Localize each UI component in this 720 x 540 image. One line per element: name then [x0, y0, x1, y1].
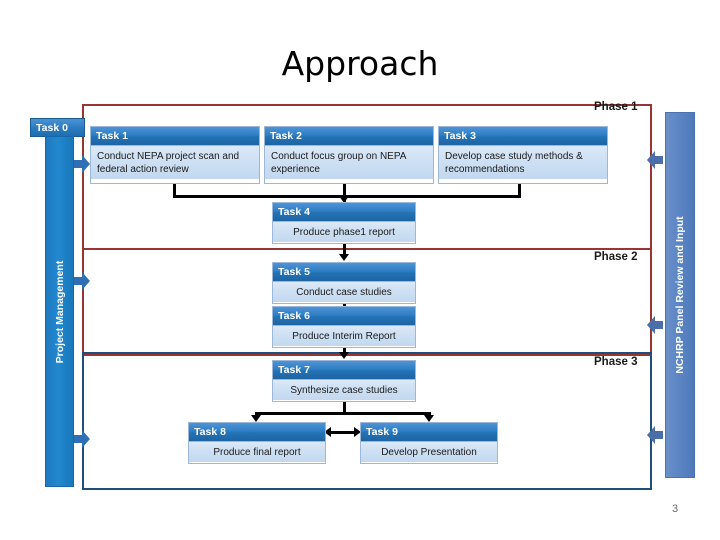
task-card-4[interactable]: Task 4 Produce phase1 report	[272, 202, 416, 244]
task-card-2-body: Conduct focus group on NEPA experience	[265, 146, 433, 179]
task-card-9-header: Task 9	[361, 423, 497, 442]
connector-task6-task7	[343, 348, 346, 354]
phase-3-frame	[82, 352, 652, 490]
task-card-3-body: Develop case study methods & recommendat…	[439, 146, 607, 179]
arrow-down-icon-task4	[339, 196, 349, 203]
task-card-1[interactable]: Task 1 Conduct NEPA project scan and fed…	[90, 126, 260, 184]
arrow-down-icon-task9	[424, 415, 434, 422]
task-0-chip[interactable]: Task 0	[30, 118, 85, 137]
nchrp-panel-bar[interactable]: NCHRP Panel Review and Input	[665, 112, 695, 478]
task-card-7-header: Task 7	[273, 361, 415, 380]
connector-task1-down	[173, 184, 176, 198]
connector-task4-task5	[343, 244, 346, 256]
connector-task7-down	[343, 402, 346, 414]
page-title: Approach	[281, 44, 439, 83]
task-card-6[interactable]: Task 6 Produce Interim Report	[272, 306, 416, 348]
arrow-left-icon-phase1	[647, 151, 663, 169]
arrow-down-icon-task5	[339, 254, 349, 261]
phase-1-label: Phase 1	[594, 101, 638, 113]
nchrp-panel-label: NCHRP Panel Review and Input	[674, 216, 686, 374]
connector-task2-down	[343, 184, 346, 198]
task-card-9-body: Develop Presentation	[361, 442, 497, 462]
task-card-1-body: Conduct NEPA project scan and federal ac…	[91, 146, 259, 179]
task-card-9[interactable]: Task 9 Develop Presentation	[360, 422, 498, 464]
task-card-5[interactable]: Task 5 Conduct case studies	[272, 262, 416, 304]
project-management-bar[interactable]: Project Management	[45, 136, 74, 487]
task-card-5-body: Conduct case studies	[273, 282, 415, 302]
task-card-5-header: Task 5	[273, 263, 415, 282]
task-card-7[interactable]: Task 7 Synthesize case studies	[272, 360, 416, 402]
arrow-right-icon-task9	[354, 427, 361, 437]
task-card-8[interactable]: Task 8 Produce final report	[188, 422, 326, 464]
arrow-left-icon-task8	[324, 427, 331, 437]
arrow-right-icon-phase2	[74, 272, 90, 290]
arrow-right-icon-phase3	[74, 430, 90, 448]
phase-2-frame	[82, 248, 652, 356]
arrow-right-icon-phase1	[74, 155, 90, 173]
arrow-down-icon-task7	[339, 352, 349, 359]
phase-1-frame	[82, 104, 652, 250]
task-card-3[interactable]: Task 3 Develop case study methods & reco…	[438, 126, 608, 184]
task-card-4-header: Task 4	[273, 203, 415, 222]
arrow-left-icon-phase2	[647, 316, 663, 334]
task-card-1-header: Task 1	[91, 127, 259, 146]
task-card-2[interactable]: Task 2 Conduct focus group on NEPA exper…	[264, 126, 434, 184]
arrow-down-icon-task8	[251, 415, 261, 422]
task-card-6-body: Produce Interim Report	[273, 326, 415, 346]
task-card-8-body: Produce final report	[189, 442, 325, 462]
connector-task3-down	[518, 184, 521, 198]
task-card-7-body: Synthesize case studies	[273, 380, 415, 400]
phase-3-label: Phase 3	[594, 356, 638, 368]
task-card-3-header: Task 3	[439, 127, 607, 146]
connector-task8-task9	[330, 431, 356, 434]
page-number: 3	[671, 503, 679, 515]
task-card-2-header: Task 2	[265, 127, 433, 146]
phase-2-label: Phase 2	[594, 251, 638, 263]
task-card-4-body: Produce phase1 report	[273, 222, 415, 242]
project-management-label: Project Management	[53, 260, 66, 363]
arrow-left-icon-phase3	[647, 426, 663, 444]
connector-split-bar-bottom	[255, 412, 431, 415]
task-card-6-header: Task 6	[273, 307, 415, 326]
task-card-8-header: Task 8	[189, 423, 325, 442]
